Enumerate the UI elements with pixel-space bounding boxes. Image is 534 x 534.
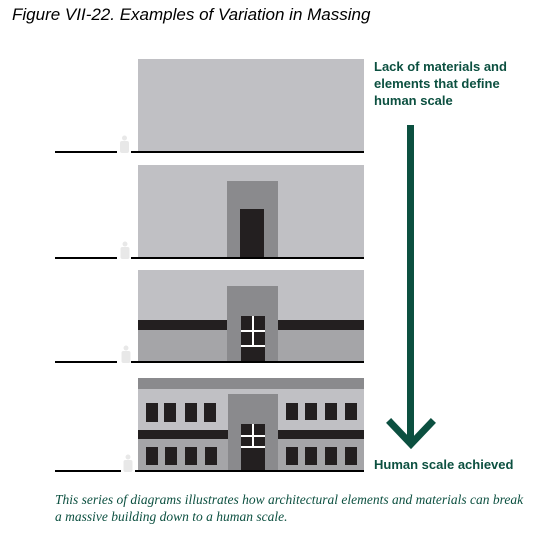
building-facade [138, 59, 364, 152]
window [146, 447, 158, 465]
figure-title: Figure VII-22. Examples of Variation in … [12, 5, 371, 24]
lower-windows-left [146, 447, 217, 465]
human-figure-icon [120, 135, 129, 153]
upper-windows-left [146, 403, 216, 422]
window [286, 447, 298, 465]
door [240, 209, 264, 258]
down-arrow-icon [386, 125, 436, 450]
human-figure-icon [121, 345, 131, 363]
stage-1-plain-mass [55, 59, 364, 153]
stage-3-band-and-window [55, 270, 364, 363]
window [185, 403, 197, 422]
window [205, 447, 217, 465]
annotation-top: Lack of materials and elements that defi… [374, 59, 507, 108]
annotation-bottom: Human scale achieved [374, 457, 514, 472]
window [286, 403, 298, 420]
roof-band [138, 378, 364, 389]
window [305, 403, 317, 420]
window [325, 447, 337, 465]
stage-4-human-scale [55, 378, 364, 472]
stage-2-entry-added [55, 165, 364, 259]
window [325, 403, 337, 420]
human-figure-icon [123, 454, 133, 472]
window [165, 447, 177, 465]
window [305, 447, 317, 465]
figure-caption: This series of diagrams illustrates how … [55, 492, 524, 524]
window [164, 403, 176, 422]
window [345, 403, 357, 420]
window [204, 403, 216, 422]
human-figure-icon [120, 241, 130, 259]
upper-windows-right [286, 403, 357, 420]
lower-windows-right [286, 447, 357, 465]
window [146, 403, 158, 422]
window [345, 447, 357, 465]
window [185, 447, 197, 465]
